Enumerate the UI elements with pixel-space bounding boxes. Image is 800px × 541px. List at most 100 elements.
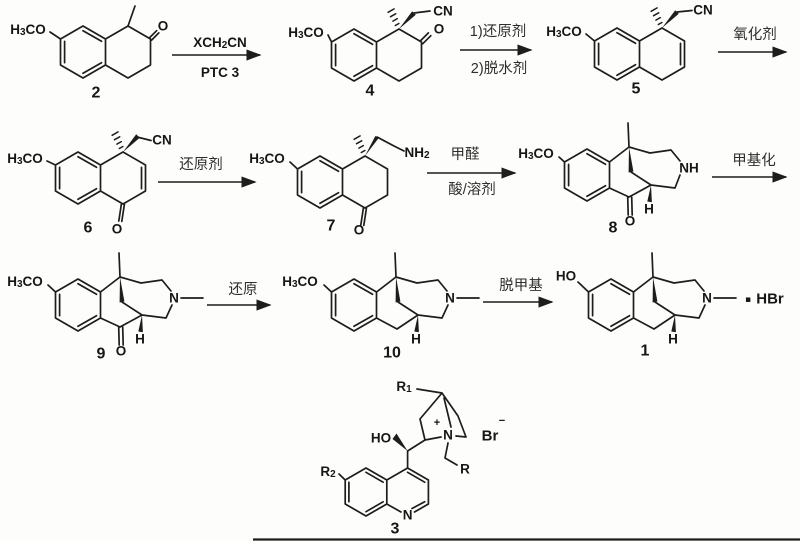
- n-label: N: [702, 291, 712, 306]
- stereo-h-label: H: [135, 332, 145, 347]
- reagent-step5-top: 甲醛: [451, 146, 480, 163]
- structure-3-catalyst: HO R1 R2 N + Br − R N 3: [320, 379, 505, 538]
- structure-5: H3CO CN 5: [546, 3, 713, 98]
- hbr-label: HBr: [756, 291, 784, 308]
- minus-charge: −: [499, 415, 505, 427]
- structure-4-methyl-hash: [387, 8, 400, 27]
- reagent-step6: 甲基化: [732, 152, 776, 169]
- ketone-oxygen-label: O: [354, 223, 365, 238]
- structure-7: H3CO NH2 O 7: [249, 135, 430, 238]
- structure-10-bridge-wedge: [395, 277, 401, 303]
- structure-7-wedge-bond: [365, 136, 379, 156]
- arrow-step5: 甲醛 酸/溶剂: [427, 146, 517, 198]
- salt-dot: ▪: [745, 295, 751, 305]
- reagent-step8: 脱甲基: [499, 277, 543, 294]
- structure-9-h-wedge: [138, 315, 143, 333]
- reagent-step2-line2: 2)脱水剂: [471, 60, 527, 77]
- hydroxy-label: HO: [556, 269, 576, 284]
- ketone-oxygen-label: O: [434, 22, 445, 37]
- structure-4-wedge-bond: [399, 11, 416, 30]
- r2-label: R2: [320, 464, 336, 480]
- nitrile-label: CN: [693, 3, 713, 18]
- bromide-label: Br: [482, 428, 499, 445]
- arrow-step4: 还原剂: [158, 156, 257, 188]
- structure-1-skeleton: [577, 252, 737, 332]
- quinoline-n-label: N: [403, 508, 413, 523]
- structure-10-h-wedge: [414, 315, 419, 333]
- compound-8-number: 8: [609, 220, 618, 237]
- nitrile-label: CN: [433, 4, 453, 19]
- structure-7-skeleton: [289, 136, 405, 227]
- structure-5-wedge-bond: [662, 10, 679, 29]
- r1-label: R1: [396, 379, 412, 395]
- structure-7-methyl-hash: [353, 135, 366, 154]
- compound-7-number: 7: [327, 218, 336, 235]
- structure-1: HO N H ▪ HBr 1: [556, 252, 784, 360]
- reagent-step2-line1: 1)还原剂: [470, 23, 526, 40]
- structure-6-skeleton: [46, 136, 152, 223]
- stereo-h-label: H: [411, 332, 421, 347]
- methoxy-label: H3CO: [7, 151, 43, 167]
- reagent-xch2cn: XCH2CN: [193, 35, 247, 51]
- arrow-step7: 还原: [207, 281, 272, 311]
- structure-2: H3CO O 2: [10, 5, 169, 102]
- structure-8-skeleton: [558, 122, 681, 216]
- amine-label: NH2: [404, 145, 430, 161]
- compound-5-number: 5: [632, 81, 641, 98]
- structure-8-h-wedge: [647, 185, 652, 203]
- compound-4-number: 4: [366, 83, 375, 100]
- quaternary-n-label: N: [443, 428, 453, 443]
- reagent-step3: 氧化剂: [733, 26, 777, 43]
- methoxy-label: H3CO: [249, 151, 285, 167]
- methoxy-label: H3CO: [546, 24, 582, 40]
- compound-10-number: 10: [383, 345, 401, 362]
- n-label: N: [445, 291, 455, 306]
- structure-6: H3CO CN O 6: [7, 131, 172, 237]
- ketone-oxygen-label: O: [112, 222, 123, 237]
- arrow-step3: 氧化剂: [718, 26, 788, 58]
- structure-9-bridge-wedge: [119, 277, 125, 303]
- compound-2-number: 2: [92, 85, 101, 102]
- compound-9-number: 9: [97, 346, 106, 363]
- r-label: R: [460, 462, 470, 477]
- structure-3-skeleton: [338, 388, 467, 517]
- stereo-h-label: H: [668, 332, 678, 347]
- compound-3-number: 3: [391, 521, 400, 538]
- nitrile-label: CN: [152, 133, 172, 148]
- ketone-oxygen-label: O: [625, 214, 636, 229]
- arrow-step1: XCH2CN PTC 3: [172, 35, 262, 80]
- structure-9: H3CO N O H 9: [7, 252, 204, 363]
- methoxy-label: H3CO: [288, 25, 324, 41]
- n-label: N: [169, 291, 179, 306]
- arrow-step8: 脱甲基: [483, 277, 554, 308]
- structure-8: H3CO NH O H 8: [518, 122, 699, 237]
- structure-2-skeleton: [49, 5, 160, 79]
- structure-1-h-wedge: [671, 315, 676, 333]
- structure-6-wedge-bond: [123, 134, 140, 152]
- ketone-oxygen-label: O: [158, 19, 169, 34]
- compound-6-number: 6: [84, 220, 93, 237]
- arrow-step2: 1)还原剂 2)脱水剂: [460, 23, 533, 77]
- structure-8-bridge-wedge: [628, 147, 634, 173]
- structure-3-ho-wedge: [392, 433, 408, 451]
- nh-label: NH: [679, 161, 699, 176]
- plus-charge: +: [434, 417, 440, 429]
- stereo-h-label: H: [644, 202, 654, 217]
- reagent-step4: 还原剂: [179, 156, 223, 173]
- methoxy-label: H3CO: [7, 274, 43, 290]
- structure-4-skeleton: [327, 10, 432, 82]
- reagent-ptc3: PTC 3: [201, 65, 240, 80]
- structure-10: H3CO N H 10: [282, 252, 480, 362]
- compound-1-number: 1: [641, 343, 650, 360]
- ketone-oxygen-label: O: [116, 344, 127, 359]
- arrow-step6: 甲基化: [712, 152, 788, 183]
- methoxy-label: H3CO: [282, 274, 318, 290]
- structure-6-methyl-hash: [111, 131, 124, 150]
- structure-9-skeleton: [47, 252, 204, 346]
- structure-4: H3CO CN O 4: [288, 4, 453, 100]
- hydroxy-label: HO: [371, 431, 391, 446]
- reagent-step7: 还原: [229, 281, 258, 298]
- methoxy-label: H3CO: [518, 146, 554, 162]
